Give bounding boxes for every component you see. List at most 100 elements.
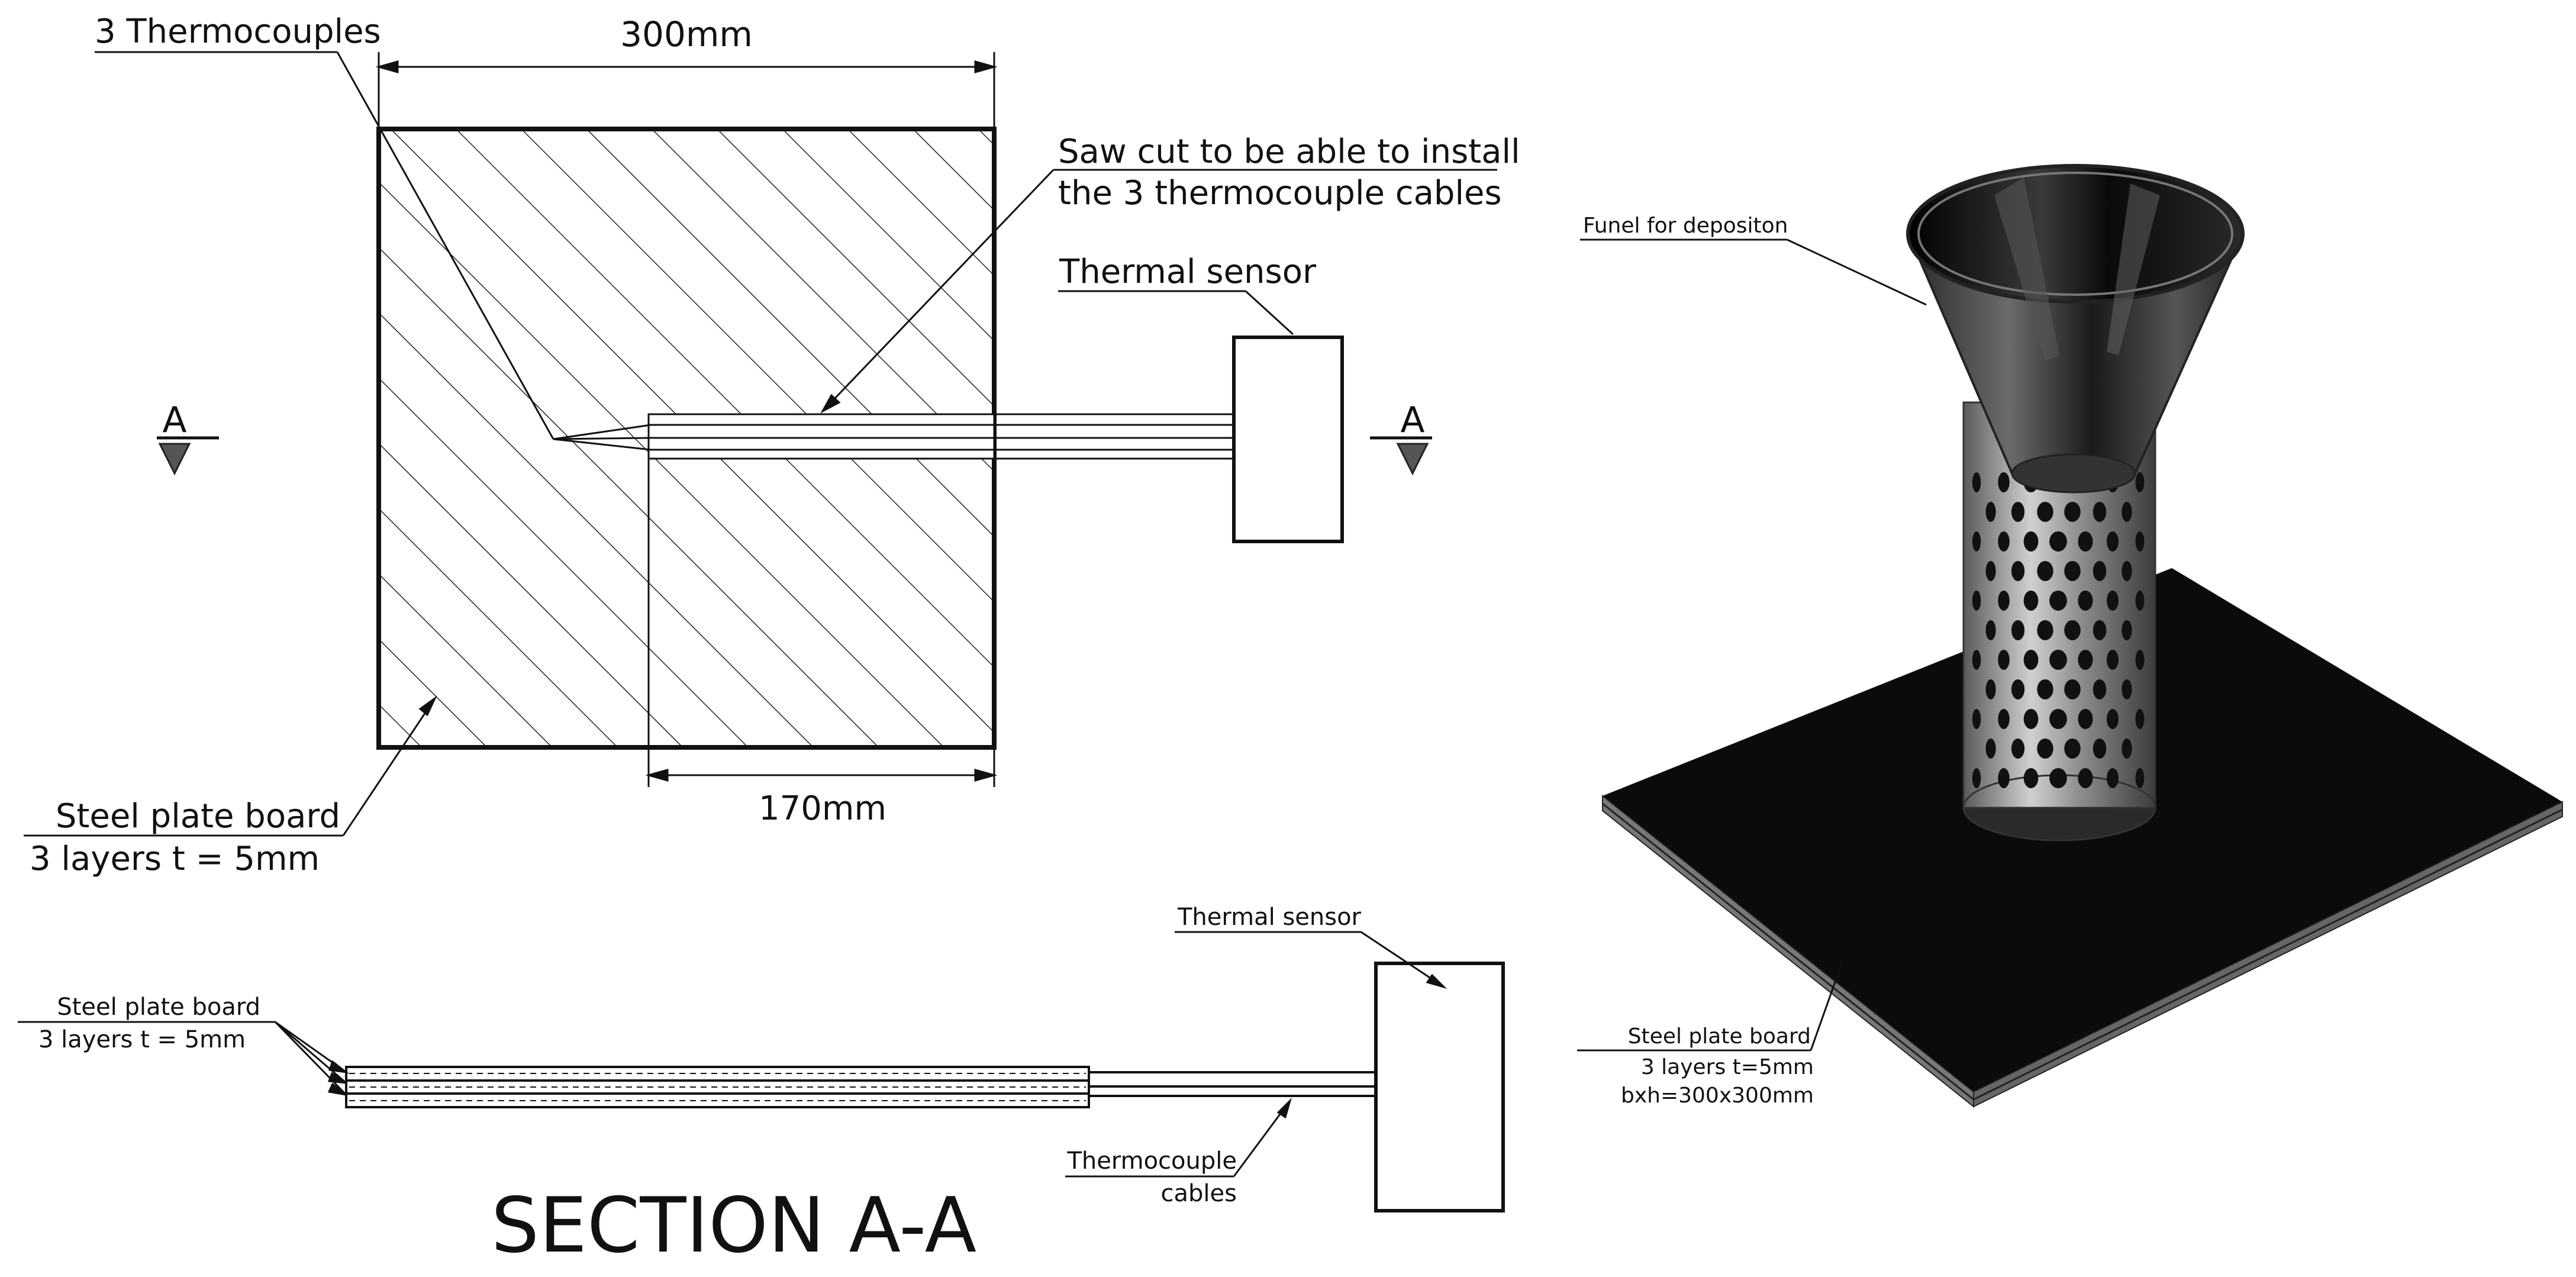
perforation-hole: [2011, 502, 2025, 522]
leader-section-plate: [18, 1021, 350, 1096]
perforation-hole: [2049, 531, 2067, 552]
perforation-hole: [2023, 591, 2039, 611]
leader-thermocouples: [95, 51, 554, 440]
leader-section-cables: [1065, 1097, 1292, 1178]
section-mark-right: A: [1370, 399, 1432, 476]
perforation-hole: [2064, 739, 2081, 759]
perforation-hole: [2093, 620, 2107, 640]
perforation-hole: [2064, 620, 2081, 640]
perforation-hole: [2122, 561, 2132, 581]
section-mark-letter: A: [1400, 399, 1424, 441]
perforation-hole: [2122, 739, 2132, 759]
perforation-hole: [2037, 739, 2053, 759]
iso-label-plate-line1: Steel plate board: [1628, 1024, 1811, 1049]
leader-sensor: [1058, 290, 1294, 336]
perforation-hole: [1985, 502, 1996, 522]
perforation-hole: [1985, 561, 1996, 581]
perforation-hole: [1972, 709, 1981, 729]
perforated-cylinder: [1962, 401, 2156, 841]
section-title: SECTION A-A: [491, 1182, 976, 1270]
iso-label-plate-line2: 3 layers t=5mm: [1641, 1055, 1814, 1079]
section-mark-left: A: [157, 399, 219, 476]
thermal-sensor-box: [1232, 336, 1344, 543]
perforation-hole: [2122, 620, 2132, 640]
perforation-hole: [2037, 620, 2053, 640]
section-label-plate-line2: 3 layers t = 5mm: [38, 1026, 246, 1053]
perforation-hole: [1998, 768, 2010, 788]
leader-funnel: [1580, 238, 1927, 306]
label-sawcut-line2: the 3 thermocouple cables: [1058, 174, 1502, 212]
label-sawcut-line1: Saw cut to be able to install: [1058, 133, 1520, 171]
perforation-hole: [2023, 531, 2039, 552]
perforation-hole: [2011, 620, 2025, 640]
perforation-hole: [2122, 679, 2132, 699]
section-cables: [1089, 1071, 1376, 1097]
dimension-300: [375, 52, 998, 127]
perforation-hole: [2049, 768, 2067, 788]
section-label-sensor: Thermal sensor: [1177, 904, 1362, 931]
perforation-hole: [2023, 768, 2039, 788]
section-label-cables-line2: cables: [1161, 1180, 1237, 1207]
section-label-cables-line1: Thermocouple: [1066, 1147, 1237, 1175]
perforation-hole: [1998, 591, 2010, 611]
perforation-hole: [2064, 561, 2081, 581]
perforation-hole: [2107, 768, 2119, 788]
perforation-hole: [1985, 679, 1996, 699]
label-thermal-sensor: Thermal sensor: [1059, 253, 1317, 291]
perforation-hole: [2107, 650, 2119, 670]
section-view: Steel plate board 3 layers t = 5mm Therm…: [18, 904, 1505, 1270]
perforation-hole: [2037, 679, 2053, 699]
dim-width-label: 300mm: [620, 14, 753, 54]
perforation-hole: [2078, 531, 2093, 552]
perforation-hole: [2011, 679, 2025, 699]
label-plate-line2: 3 layers t = 5mm: [30, 840, 320, 878]
section-mark-letter: A: [162, 399, 186, 441]
funnel: [1906, 164, 2245, 494]
perforation-hole: [1998, 650, 2010, 670]
perforation-hole: [2135, 768, 2145, 788]
perforation-hole: [1972, 768, 1981, 788]
label-thermocouples: 3 Thermocouples: [95, 12, 381, 51]
section-plate: [345, 1066, 1090, 1108]
section-label-plate-line1: Steel plate board: [57, 994, 260, 1021]
iso-view: Funel for depositon Steel plate board 3 …: [1577, 164, 2563, 1108]
saw-cut: [553, 413, 1234, 460]
dim-inset-label: 170mm: [759, 789, 886, 828]
perforation-hole: [2037, 502, 2053, 522]
perforation-hole: [2122, 502, 2132, 522]
perforation-hole: [2093, 679, 2107, 699]
perforation-hole: [2093, 502, 2107, 522]
perforation-hole: [2135, 709, 2145, 729]
perforation-hole: [2135, 650, 2145, 670]
perforation-hole: [2037, 561, 2053, 581]
iso-label-plate-line3: bxh=300x300mm: [1621, 1083, 1814, 1108]
perforation-hole: [2078, 591, 2093, 611]
perforation-hole: [2064, 502, 2081, 522]
label-plate-line1: Steel plate board: [56, 797, 340, 836]
perforation-hole: [2135, 591, 2145, 611]
leader-section-sensor: [1175, 931, 1447, 989]
perforation-hole: [2107, 531, 2119, 552]
perforation-hole: [1998, 472, 2010, 492]
perforation-hole: [1972, 650, 1981, 670]
perforation-hole: [2078, 768, 2093, 788]
perforation-hole: [1972, 472, 1981, 492]
perforation-hole: [2049, 650, 2067, 670]
perforation-hole: [2107, 709, 2119, 729]
perforation-hole: [2049, 709, 2067, 729]
perforation-hole: [1972, 591, 1981, 611]
perforation-hole: [1998, 709, 2010, 729]
perforation-hole: [1972, 531, 1981, 552]
perforation-hole: [2135, 472, 2145, 492]
perforation-hole: [2078, 709, 2093, 729]
perforation-hole: [2011, 739, 2025, 759]
leader-plate: [24, 695, 437, 837]
plan-view: 300mm 170mm: [24, 12, 1520, 878]
perforation-hole: [2093, 739, 2107, 759]
perforation-hole: [1985, 739, 1996, 759]
perforation-hole: [2107, 591, 2119, 611]
perforation-hole: [2011, 561, 2025, 581]
perforation-hole: [1985, 620, 1996, 640]
perforation-hole: [2049, 591, 2067, 611]
